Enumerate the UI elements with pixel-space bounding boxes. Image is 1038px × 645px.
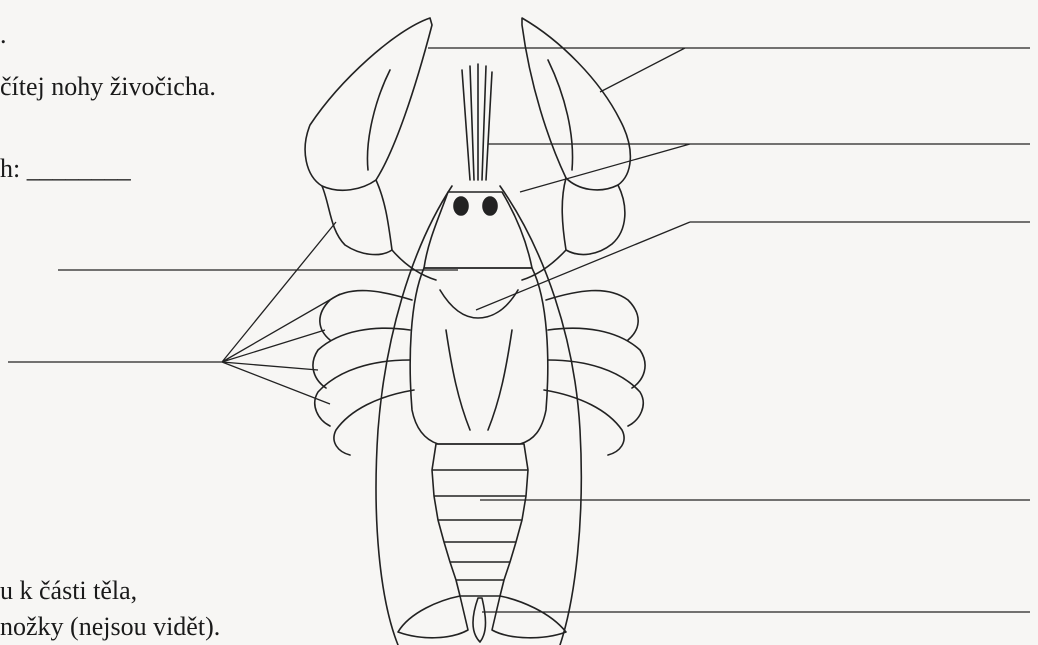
label-line-5 bbox=[8, 222, 340, 404]
carapace bbox=[410, 268, 548, 444]
antennules bbox=[462, 64, 492, 180]
antenna-right bbox=[500, 186, 581, 645]
head bbox=[424, 192, 532, 268]
label-line-1 bbox=[428, 48, 1030, 92]
worksheet-text-line-1: . bbox=[0, 22, 7, 48]
worksheet-text-line-2: čítej nohy živočicha. bbox=[0, 74, 216, 100]
claw-right bbox=[522, 18, 630, 190]
worksheet-text-line-3: h: ________ bbox=[0, 156, 131, 182]
tail-fan bbox=[398, 596, 566, 642]
walking-legs-left bbox=[313, 291, 414, 455]
worksheet-text-line-5: nožky (nejsou vidět). bbox=[0, 614, 220, 640]
abdomen bbox=[432, 444, 528, 596]
claw-left bbox=[305, 18, 432, 190]
walking-legs-right bbox=[544, 291, 645, 455]
worksheet-text-line-4: u k části těla, bbox=[0, 578, 137, 604]
eye-right bbox=[483, 197, 497, 215]
eye-left bbox=[454, 197, 468, 215]
label-line-2 bbox=[488, 144, 1030, 192]
